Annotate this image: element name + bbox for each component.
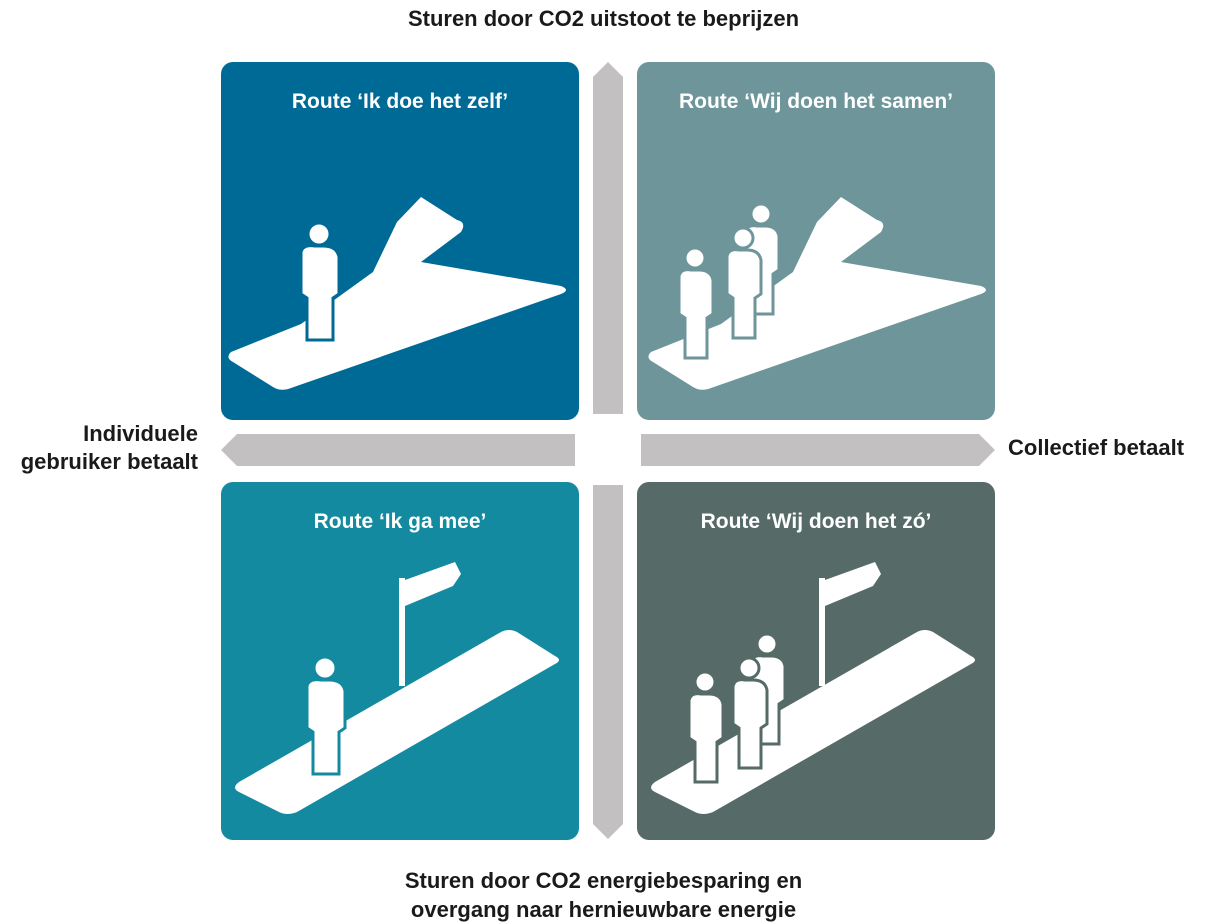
quadrant-wij-doen-het-samen: Route ‘Wij doen het samen’: [637, 62, 995, 420]
axis-label-left: Individuele gebruiker betaalt: [20, 421, 198, 474]
axis-label-right: Collectief betaalt: [1008, 435, 1185, 460]
straight-road-icon: [235, 562, 559, 814]
quadrant-wij-doen-het-zo: Route ‘Wij doen het zó’: [637, 482, 995, 840]
group-of-people-icon: [677, 202, 781, 360]
axis-label-bottom: Sturen door CO2 energiebesparing en over…: [404, 868, 803, 922]
quadrant-ik-doe-het-zelf: Route ‘Ik doe het zelf’: [221, 62, 579, 420]
arrow-up: [593, 62, 623, 414]
forked-road-icon: [648, 197, 986, 390]
arrow-down: [593, 485, 623, 839]
person-icon: [305, 655, 347, 776]
forked-road-icon: [228, 197, 566, 390]
straight-road-icon: [651, 562, 975, 814]
person-icon: [299, 221, 341, 342]
arrow-right: [641, 434, 995, 466]
signpost-icon: [819, 562, 881, 686]
quadrant-ik-ga-mee: Route ‘Ik ga mee’: [221, 482, 579, 840]
quadrant-title: Route ‘Wij doen het samen’: [678, 90, 953, 113]
axis-label-top: Sturen door CO2 uitstoot te beprijzen: [407, 6, 800, 31]
arrow-left: [221, 434, 575, 466]
quadrant-title: Route ‘Ik doe het zelf’: [291, 90, 509, 113]
signpost-icon: [399, 562, 461, 686]
quadrant-title: Route ‘Ik ga mee’: [313, 510, 487, 533]
group-of-people-icon: [687, 632, 787, 784]
quadrant-title: Route ‘Wij doen het zó’: [700, 510, 932, 533]
